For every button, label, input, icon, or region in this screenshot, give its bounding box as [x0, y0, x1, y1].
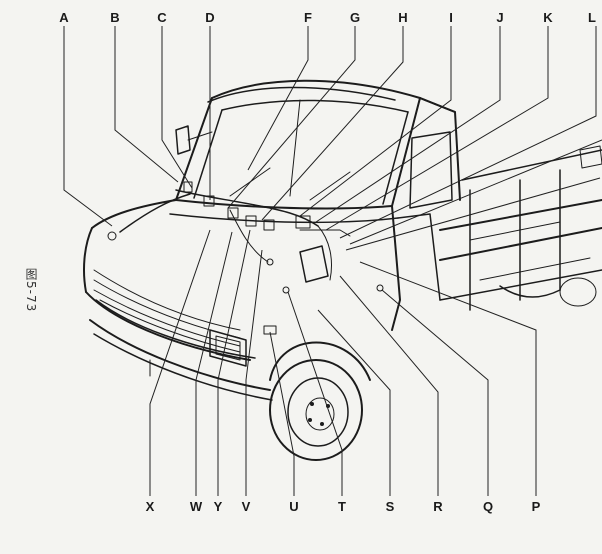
callout-y: Y	[213, 499, 223, 514]
callout-h: H	[398, 10, 408, 25]
leader-S	[317, 309, 391, 496]
callout-c: C	[157, 10, 167, 25]
callout-g: G	[349, 10, 361, 25]
callout-l: L	[588, 10, 596, 25]
front-wheel	[269, 341, 371, 461]
leader-X	[149, 229, 211, 496]
leader-T	[287, 291, 343, 496]
leader-G	[227, 26, 356, 209]
callout-r: R	[433, 499, 443, 514]
leader-H	[261, 26, 404, 221]
leader-W	[195, 231, 233, 496]
callout-f: F	[304, 10, 312, 25]
callout-t: T	[338, 499, 346, 514]
leader-R	[339, 275, 439, 496]
callout-x: X	[145, 499, 155, 514]
callout-i: I	[449, 10, 453, 25]
callout-a: A	[59, 10, 69, 25]
figure-caption: 图5-73	[24, 268, 38, 313]
leader-L	[339, 26, 597, 239]
callout-v: V	[241, 499, 251, 514]
leader-F	[247, 26, 309, 171]
leader-P	[359, 261, 537, 496]
truck-cab	[83, 79, 461, 401]
callout-w: W	[189, 499, 203, 514]
leader-J	[315, 26, 501, 223]
callout-p: P	[531, 499, 541, 514]
wiring-harness	[107, 181, 384, 335]
callout-j: J	[496, 10, 504, 25]
leader-lines	[63, 26, 602, 496]
leader-Y	[217, 229, 251, 496]
leader-V	[245, 249, 263, 496]
leader-K	[325, 26, 549, 231]
leader-B	[114, 26, 179, 183]
leader-Q	[381, 289, 489, 496]
leader-U	[269, 331, 295, 496]
callout-d: D	[205, 10, 215, 25]
callout-k: K	[543, 10, 553, 25]
leader-I	[299, 26, 452, 217]
chassis-frame	[439, 145, 602, 311]
callout-u: U	[289, 499, 299, 514]
callout-s: S	[385, 499, 395, 514]
leader-A	[63, 26, 113, 227]
leader-C	[161, 26, 193, 189]
callout-q: Q	[482, 499, 494, 514]
callout-b: B	[110, 10, 120, 25]
